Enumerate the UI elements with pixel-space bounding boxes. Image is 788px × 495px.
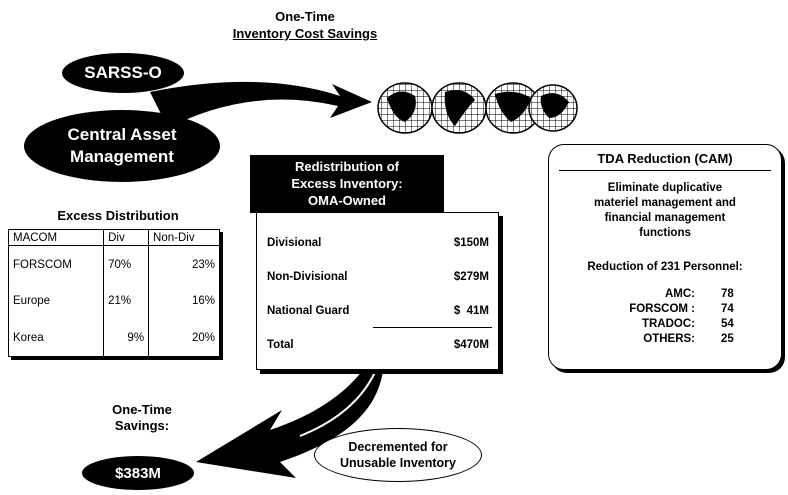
- header-macom: MACOM: [7, 229, 104, 246]
- excess-distribution-title: Excess Distribution: [57, 208, 179, 223]
- cam-label-line1: Central Asset: [67, 125, 177, 144]
- div-cell: 9%: [103, 319, 149, 357]
- list-item: AMC: 78: [549, 287, 781, 302]
- redist-row-label: Non-Divisional: [267, 271, 348, 283]
- redist-row-amount: $279M: [453, 271, 489, 283]
- cam-label-line2: Management: [70, 147, 174, 166]
- sarss-label: SARSS-O: [84, 63, 162, 82]
- header-non-div: Non-Div: [148, 229, 220, 246]
- div-cell: 70%: [103, 245, 149, 283]
- world-map-globe-icon: [377, 82, 578, 134]
- savings-amount: $383M: [115, 464, 161, 482]
- excess-distribution-table: MACOM Div Non-Div FORSCOM 70% 23% Europe…: [7, 229, 220, 357]
- title-line2: Inventory Cost Savings: [232, 26, 378, 41]
- org-label: AMC:: [664, 288, 695, 300]
- title-line1: One-Time: [275, 9, 335, 24]
- tda-desc-line4: functions: [639, 227, 691, 239]
- org-value: 78: [721, 288, 734, 300]
- org-value: 25: [721, 333, 734, 345]
- redistribution-table: Divisional $150M Non-Divisional $279M Na…: [256, 212, 499, 370]
- redist-total-row: Total $470M: [267, 339, 489, 351]
- redist-row-label: National Guard: [267, 305, 350, 317]
- redist-total-amount: $470M: [453, 339, 489, 351]
- org-label: TRADOC:: [641, 318, 695, 330]
- macom-cell: Europe: [7, 283, 104, 319]
- redist-row-amount: $150M: [453, 237, 489, 249]
- tda-reduction-text: Reduction of 231 Personnel:: [587, 261, 743, 273]
- div-cell: 21%: [103, 283, 149, 319]
- non-div-cell: 23%: [148, 245, 220, 283]
- redist-row-label: Divisional: [267, 237, 322, 249]
- table-row: Korea 9% 20%: [7, 319, 220, 357]
- savings-line2: Savings:: [114, 418, 170, 433]
- decremented-oval: Decremented for Unusable Inventory: [314, 428, 482, 482]
- redist-heading-line2: Excess Inventory:: [291, 176, 403, 191]
- savings-line1: One-Time: [112, 402, 172, 417]
- redist-heading-line3: OMA-Owned: [308, 193, 386, 208]
- tda-personnel-list: AMC: 78 FORSCOM : 74 TRADOC: 54 OTHERS: …: [549, 287, 781, 347]
- table-row: Europe 21% 16%: [7, 283, 220, 319]
- savings-amount-oval: $383M: [82, 456, 194, 490]
- decr-line2: Unusable Inventory: [340, 456, 456, 470]
- redistribution-heading: Redistribution of Excess Inventory: OMA-…: [250, 155, 444, 213]
- macom-cell: FORSCOM: [7, 245, 104, 283]
- header-div: Div: [103, 229, 149, 246]
- arrow-to-globe: [150, 81, 372, 128]
- tda-title: TDA Reduction (CAM): [559, 151, 771, 171]
- non-div-cell: 20%: [148, 319, 220, 357]
- tda-desc-line3: financial management: [604, 212, 726, 224]
- tda-desc-line1: Eliminate duplicative: [607, 182, 723, 194]
- central-asset-management-oval: Central Asset Management: [24, 110, 220, 182]
- list-item: FORSCOM : 74: [549, 302, 781, 317]
- table-header-row: MACOM Div Non-Div: [7, 229, 220, 246]
- org-label: OTHERS:: [643, 333, 695, 345]
- org-value: 74: [721, 303, 734, 315]
- org-label: FORSCOM :: [629, 303, 695, 315]
- macom-cell: Korea: [7, 319, 104, 357]
- total-divider: [373, 327, 492, 328]
- redist-row: Divisional $150M: [267, 237, 489, 249]
- tda-description: Eliminate duplicative materiel managemen…: [559, 181, 771, 241]
- table-row: FORSCOM 70% 23%: [7, 245, 220, 283]
- arrow-to-savings: [196, 350, 384, 478]
- list-item: OTHERS: 25: [549, 332, 781, 347]
- redist-row-amount: $ 41M: [453, 305, 489, 317]
- sarss-oval: SARSS-O: [62, 53, 184, 93]
- page-title: One-Time Inventory Cost Savings: [180, 8, 430, 42]
- tda-desc-line2: materiel management and: [594, 197, 736, 209]
- tda-reduction-panel: TDA Reduction (CAM) Eliminate duplicativ…: [548, 144, 782, 370]
- list-item: TRADOC: 54: [549, 317, 781, 332]
- redist-row: Non-Divisional $279M: [267, 271, 489, 283]
- redist-total-label: Total: [267, 339, 294, 351]
- org-value: 54: [721, 318, 734, 330]
- redist-row: National Guard $ 41M: [267, 305, 489, 317]
- decr-line1: Decremented for: [348, 440, 448, 454]
- one-time-savings-label: One-Time Savings:: [92, 402, 192, 434]
- non-div-cell: 16%: [148, 283, 220, 319]
- redist-heading-line1: Redistribution of: [295, 159, 399, 174]
